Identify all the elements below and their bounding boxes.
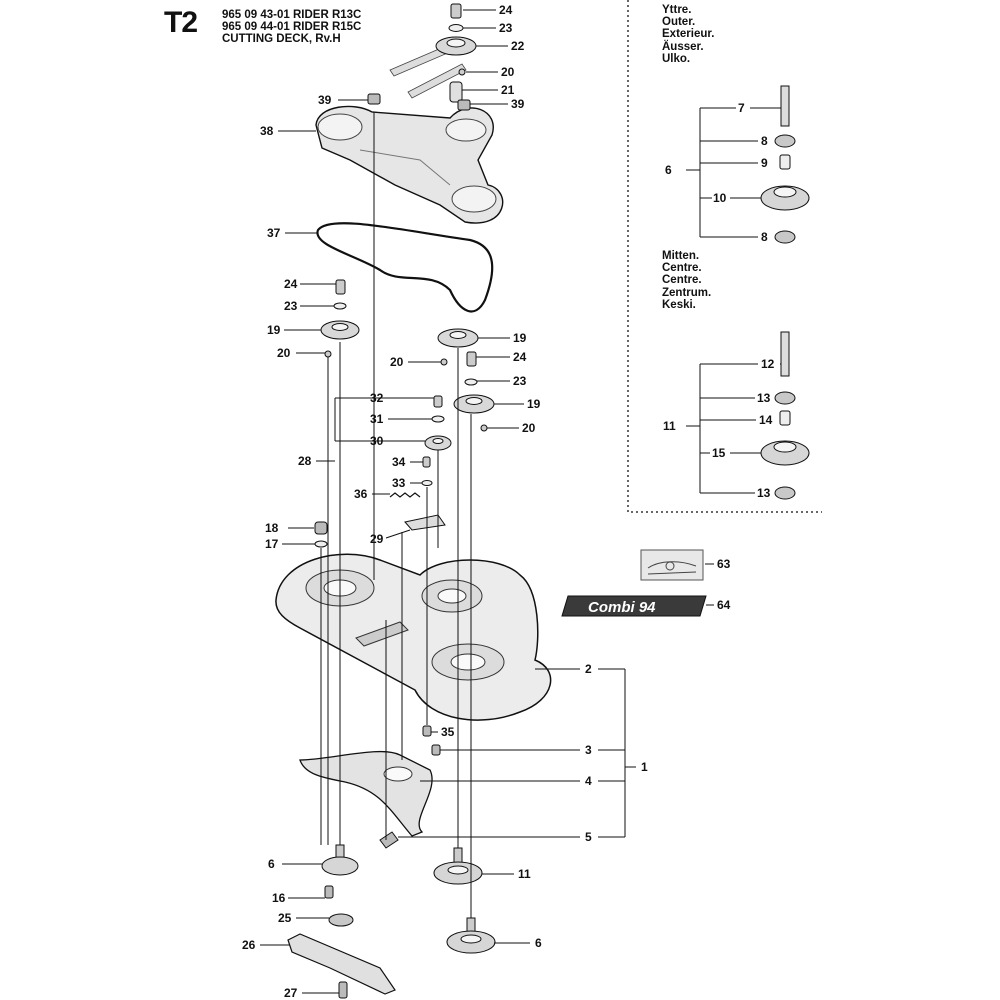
deck-screw-35: [422, 725, 432, 737]
center-label-fi: Keski.: [662, 298, 696, 311]
outer-spindle-parts: [760, 85, 810, 244]
drive-belt: [316, 222, 494, 313]
callout-6-right-spindle: 6: [535, 936, 542, 950]
callout-26-blade: 26: [242, 938, 256, 952]
callout-18-nut: 18: [265, 521, 279, 535]
callout-6-left-spindle: 6: [268, 857, 275, 871]
center-section-labels: Mitten. Centre. Centre. Zentrum. Keski.: [662, 250, 711, 311]
callout-27-blade-bolt: 27: [284, 986, 298, 1000]
blade-bolt: [338, 981, 348, 999]
callout-64-decal-name: 64: [717, 598, 731, 612]
callout-24-left-bolt: 24: [284, 277, 298, 291]
model-line-1: 965 09 43-01 RIDER R13C: [222, 9, 362, 21]
callout-11-center-spindle-assembly: 11: [663, 419, 676, 433]
callout-34-arm-bolt: 34: [392, 455, 406, 469]
inset-frame: [627, 0, 822, 513]
center-label-en: Centre.: [662, 262, 702, 275]
belt-cover: [315, 105, 504, 224]
callout-28-idler-assembly: 28: [298, 454, 312, 468]
callout-17-washer: 17: [265, 537, 279, 551]
leader-lines: [260, 9, 781, 994]
callout-23-top-washer: 23: [499, 21, 513, 35]
callout-21-spacer: 21: [501, 83, 515, 97]
callout-7-outer-shaft: 7: [738, 101, 745, 115]
callout-22-top-pulley: 22: [511, 39, 525, 53]
right-pulley-stack: [453, 351, 495, 432]
callout-16-spindle-screw: 16: [272, 891, 286, 905]
lower-center-spindle: [433, 847, 483, 885]
callout-13-center-bearing-top: 13: [757, 391, 771, 405]
blade: [287, 933, 396, 995]
center-label-sv: Mitten.: [662, 250, 700, 262]
callout-30-idler-pulley: 30: [370, 434, 384, 448]
decal-combi-94: Combi 94: [561, 595, 707, 617]
model-line-2: 965 09 44-01 RIDER R15C: [222, 21, 362, 33]
callout-24-right-bolt: 24: [513, 350, 527, 364]
callout-35-deck-screw: 35: [441, 725, 455, 739]
callout-63-decal-belt: 63: [717, 557, 731, 571]
top-pulley-stack: [367, 3, 477, 111]
outer-label-sv: Yttre.: [662, 4, 692, 16]
nut-washer-17-18: [314, 521, 328, 548]
callout-19-left-pulley: 19: [267, 323, 281, 337]
callout-6-outer-spindle-assembly: 6: [665, 163, 672, 177]
deck-housing: [275, 553, 552, 721]
callout-3-deck-bolt: 3: [585, 743, 592, 757]
callout-23-right-washer: 23: [513, 374, 527, 388]
diagram-code: T2: [164, 6, 198, 39]
callout-10-outer-housing: 10: [713, 191, 727, 205]
callout-39-left-screw: 39: [318, 93, 332, 107]
lower-left-spindle: [321, 844, 359, 927]
callout-38-belt-cover: 38: [260, 124, 274, 138]
callout-36-spring: 36: [354, 487, 368, 501]
deflector: [299, 750, 433, 849]
callout-labels: 24 23 22 20 21 39 39 38 37 24 23 19 20 1…: [242, 3, 775, 1000]
decal-combi-94-text: Combi 94: [588, 599, 656, 616]
callout-12-center-shaft: 12: [761, 357, 775, 371]
callout-14-center-spacer: 14: [759, 413, 773, 427]
callout-8-outer-bearing-top: 8: [761, 134, 768, 148]
callout-33-arm-washer: 33: [392, 476, 406, 490]
decal-belt-diagram: [640, 549, 704, 581]
diagram-subtitle: CUTTING DECK, Rv.H: [222, 33, 341, 45]
callout-39-right-screw: 39: [511, 97, 525, 111]
callout-37-belt: 37: [267, 226, 281, 240]
callout-31-idler-washer: 31: [370, 412, 384, 426]
left-pulley-stack: [320, 279, 360, 358]
callout-5-grip: 5: [585, 830, 592, 844]
callout-8-outer-bearing-bottom: 8: [761, 230, 768, 244]
outer-label-fr: Exterieur.: [662, 28, 715, 41]
idler-stack: [389, 395, 452, 531]
callout-2-deck-housing: 2: [585, 662, 592, 676]
callout-9-outer-spacer: 9: [761, 156, 768, 170]
deck-bolt-3: [431, 744, 441, 756]
callout-1-deck-assembly: 1: [641, 760, 648, 774]
center-pulley-stack: [437, 328, 479, 366]
callout-25-blade-hub: 25: [278, 911, 292, 925]
callout-20-center-key: 20: [390, 355, 404, 369]
callout-20-right-key: 20: [522, 421, 536, 435]
callout-20-top-key: 20: [501, 65, 515, 79]
outer-section-labels: Yttre. Outer. Exterieur. Äusser. Ulko.: [662, 4, 714, 65]
callout-11-center-spindle: 11: [518, 867, 531, 881]
callout-19-center-pulley: 19: [513, 331, 527, 345]
callout-4-deflector: 4: [585, 774, 592, 788]
callout-23-left-washer: 23: [284, 299, 298, 313]
lower-right-spindle: [446, 917, 496, 954]
callout-20-left-key: 20: [277, 346, 291, 360]
center-label-de: Zentrum.: [662, 286, 712, 299]
callout-13-center-bearing-bottom: 13: [757, 486, 771, 500]
callout-29-idler-arm: 29: [370, 532, 384, 546]
callout-24-top-bolt: 24: [499, 3, 513, 17]
outer-label-de: Äusser.: [662, 40, 704, 53]
callout-15-center-housing: 15: [712, 446, 726, 460]
callout-32-idler-bolt: 32: [370, 391, 384, 405]
outer-label-en: Outer.: [662, 16, 696, 29]
outer-label-fi: Ulko.: [662, 52, 691, 65]
center-label-fr: Centre.: [662, 274, 702, 287]
callout-19-right-pulley: 19: [527, 397, 541, 411]
